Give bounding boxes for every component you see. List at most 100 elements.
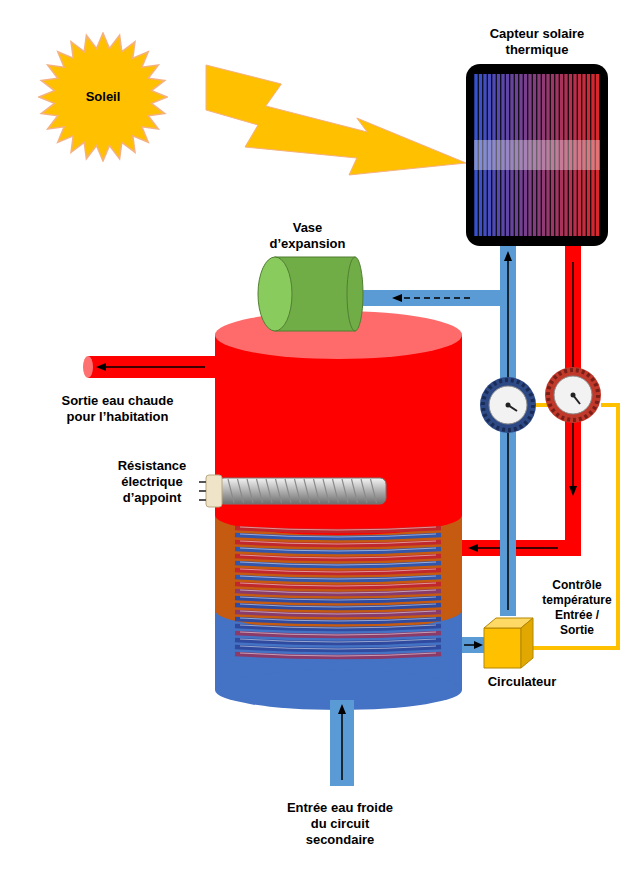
heater-fin: [247, 479, 253, 503]
heating-element-pin: [199, 499, 206, 501]
label-slot: Contrôle température Entrée / Sortie: [540, 578, 614, 638]
gauge-rim: [480, 377, 536, 433]
gauge-hub: [506, 403, 511, 408]
coil-tube: [235, 647, 441, 650]
coil-tube: [235, 598, 441, 601]
pump-cube: [483, 616, 535, 670]
coil-highlight: [240, 534, 436, 537]
heating-element-pin: [199, 481, 206, 483]
control-wire: [531, 405, 618, 648]
cube-side: [521, 618, 533, 668]
heater-fin: [333, 479, 339, 503]
outlet-label: Sortie eau chaude pour l’habitation: [50, 393, 185, 425]
solar-collector: Capteur solaire thermique: [462, 26, 612, 246]
gauge-knurl: [548, 370, 598, 420]
sun-node: Soleil: [38, 32, 168, 162]
gauge-face: [554, 376, 592, 414]
arrow-head: [569, 486, 577, 496]
coil-tube: [235, 619, 441, 622]
heating-element-fins: [228, 479, 377, 503]
vessel-cylinder: [250, 256, 365, 332]
heater-fin: [238, 479, 244, 503]
hot-pipe: [462, 540, 581, 556]
coil-highlight: [240, 555, 436, 558]
coil-tube: [235, 640, 441, 643]
heater-fin: [342, 479, 348, 503]
coil-highlight: [240, 527, 436, 530]
coil-tube: [235, 633, 441, 636]
coil-tube: [235, 654, 441, 657]
coil-highlight: [240, 569, 436, 572]
return-pipe: [462, 637, 484, 653]
flow-arrow: [401, 297, 470, 299]
heater-fin: [371, 479, 377, 503]
sun-label: Soleil: [86, 89, 121, 105]
pipe-end: [83, 356, 93, 378]
coil-tube: [235, 528, 441, 531]
coil-highlight: [240, 646, 436, 649]
coil-tube: [235, 563, 441, 566]
arrow-head: [504, 251, 512, 261]
coil-highlight: [240, 653, 436, 656]
hot-water-outlet-pipe: [88, 356, 216, 378]
collector-frame: [466, 64, 608, 246]
coil-tube: [235, 626, 441, 629]
heater-fin: [228, 479, 234, 503]
thermometer-gauge: [480, 377, 536, 433]
heating-element-cap: [206, 475, 222, 507]
label-slot: Sortie eau chaude pour l’habitation: [50, 393, 185, 425]
control-label: Contrôle température Entrée / Sortie: [540, 578, 614, 638]
label-slot: Résistance électrique d’appoint: [102, 458, 202, 506]
heater-fin: [257, 479, 263, 503]
vessel-end: [347, 257, 363, 331]
flow-arrow: [105, 366, 205, 368]
flow-arrow: [507, 260, 509, 610]
arrow-head: [468, 544, 478, 552]
coil-tube: [235, 535, 441, 538]
expansion-vessel: Vase d’expansion: [250, 220, 365, 332]
arrow-head: [474, 641, 483, 649]
heater-fin: [276, 479, 282, 503]
tank-hot-zone: [215, 335, 462, 515]
coil-highlight: [240, 548, 436, 551]
flow-arrow: [477, 547, 558, 549]
inlet-label: Entrée eau froide du circuit secondaire: [281, 800, 399, 848]
node-label: Capteur solaire thermique: [477, 26, 597, 58]
node-label: Vase d’expansion: [262, 220, 354, 252]
expansion-pipe: [360, 290, 508, 306]
coil-highlight: [240, 632, 436, 635]
vessel-face: [258, 257, 292, 331]
coil-tube: [235, 584, 441, 587]
coil-tube: [235, 591, 441, 594]
gauge-hub: [571, 393, 576, 398]
heating-element: [218, 478, 386, 504]
label-slot: Entrée eau froide du circuit secondaire: [281, 800, 399, 848]
heater-label: Résistance électrique d’appoint: [102, 458, 202, 506]
heater-fin: [266, 479, 272, 503]
heater-fin: [304, 479, 310, 503]
collector-panel: [466, 64, 608, 246]
flow-arrow: [341, 713, 343, 780]
flow-arrow: [464, 644, 475, 646]
coil-tube: [235, 542, 441, 545]
connector: [206, 65, 466, 175]
arrow-head: [392, 294, 402, 302]
coil-highlight: [240, 597, 436, 600]
coil-tube: [235, 549, 441, 552]
coil-highlight: [240, 618, 436, 621]
coil-tube: [235, 570, 441, 573]
collector-glare: [474, 140, 600, 170]
heat-exchanger-coil: [235, 527, 441, 657]
coil-highlight: [240, 541, 436, 544]
cube-front: [484, 628, 521, 668]
control-wire: [534, 403, 548, 407]
coil-highlight: [240, 639, 436, 642]
coil-highlight: [240, 590, 436, 593]
coil-tube: [235, 612, 441, 615]
coil-highlight: [240, 625, 436, 628]
coil-highlight: [240, 562, 436, 565]
tank-zone-edge: [215, 590, 462, 630]
heater-fin: [323, 479, 329, 503]
heater-fin: [295, 479, 301, 503]
coil-highlight: [240, 583, 436, 586]
